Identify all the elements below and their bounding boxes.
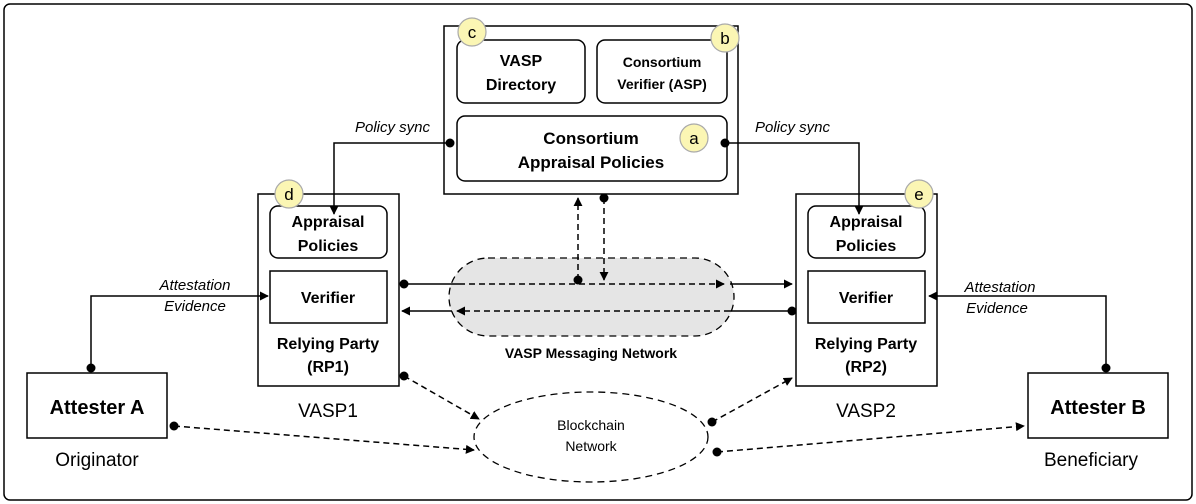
rp1-appraisal-policies-box: Appraisal Policies — [269, 205, 388, 259]
rp1-title-2: (RP1) — [307, 359, 349, 376]
consortium-box: VASP Directory Consortium Verifier (ASP)… — [443, 25, 739, 195]
vasp-messaging-network-shape — [448, 257, 735, 337]
svg-text:b: b — [720, 29, 729, 48]
rp1-policies-label-2: Policies — [298, 238, 359, 255]
consortium-verifier-label-2: Verifier (ASP) — [617, 76, 706, 92]
consortium-verifier-label-1: Consortium — [623, 54, 702, 70]
attester-a-box: Attester A — [26, 372, 168, 439]
vasp-directory-label-1: VASP — [500, 53, 543, 70]
relying-party-2-box: Appraisal Policies Verifier Relying Part… — [795, 193, 938, 387]
svg-text:c: c — [468, 23, 477, 42]
badge-a: a — [679, 123, 709, 153]
evidence-left-arrow — [86, 291, 269, 373]
blockchain-arrows — [169, 371, 1025, 457]
attester-a-label: Attester A — [50, 397, 145, 419]
rp2-policies-label-1: Appraisal — [830, 214, 903, 231]
policy-sync-left-arrow — [329, 138, 455, 215]
badge-b: b — [710, 23, 740, 53]
outer-frame — [3, 3, 1193, 501]
rp2-title-1: Relying Party — [815, 336, 917, 353]
beneficiary-label: Beneficiary — [1044, 450, 1138, 471]
rp2-title-2: (RP2) — [845, 359, 887, 376]
svg-text:d: d — [284, 185, 293, 204]
evidence-right-arrow — [928, 291, 1111, 373]
vasp-directory-box: VASP Directory — [456, 39, 586, 104]
vasp2-label: VASP2 — [836, 401, 896, 422]
blockchain-label-1: Blockchain — [557, 417, 625, 433]
policy-sync-right-label: Policy sync — [755, 119, 831, 136]
rp1-title-1: Relying Party — [277, 336, 379, 353]
evidence-right-label-2: Evidence — [966, 300, 1028, 317]
consortium-appraisal-policies-box: Consortium Appraisal Policies — [456, 115, 728, 182]
attester-b-label: Attester B — [1050, 397, 1146, 419]
vasp-directory-label-2: Directory — [486, 77, 556, 94]
badge-d: d — [274, 179, 304, 209]
badge-c: c — [457, 17, 487, 47]
rp2-policies-label-2: Policies — [836, 238, 897, 255]
evidence-left-label-1: Attestation — [159, 277, 231, 294]
consortium-verifier-box: Consortium Verifier (ASP) — [596, 39, 728, 104]
vasp-messaging-network-label: VASP Messaging Network — [505, 345, 677, 361]
evidence-left-label-2: Evidence — [164, 298, 226, 315]
blockchain-label-2: Network — [565, 438, 617, 454]
policy-sync-right-arrow — [720, 138, 864, 215]
svg-text:e: e — [914, 185, 923, 204]
policy-sync-left-label: Policy sync — [355, 119, 431, 136]
relying-party-1-box: Appraisal Policies Verifier Relying Part… — [257, 193, 400, 387]
originator-label: Originator — [55, 450, 139, 471]
badge-e: e — [904, 179, 934, 209]
blockchain-network-shape — [473, 391, 709, 483]
rp2-verifier-box: Verifier — [807, 270, 926, 324]
rp1-verifier-label: Verifier — [301, 290, 355, 307]
svg-text:a: a — [689, 129, 699, 148]
rp1-verifier-box: Verifier — [269, 270, 388, 324]
evidence-right-label-1: Attestation — [964, 279, 1036, 296]
vasp1-label: VASP1 — [298, 401, 358, 422]
rp2-appraisal-policies-box: Appraisal Policies — [807, 205, 926, 259]
messaging-arrows — [399, 193, 797, 316]
consortium-policies-label-2: Appraisal Policies — [518, 153, 664, 172]
attester-b-box: Attester B — [1027, 372, 1169, 439]
rp1-policies-label-1: Appraisal — [292, 214, 365, 231]
consortium-policies-label-1: Consortium — [543, 129, 638, 148]
rp2-verifier-label: Verifier — [839, 290, 893, 307]
